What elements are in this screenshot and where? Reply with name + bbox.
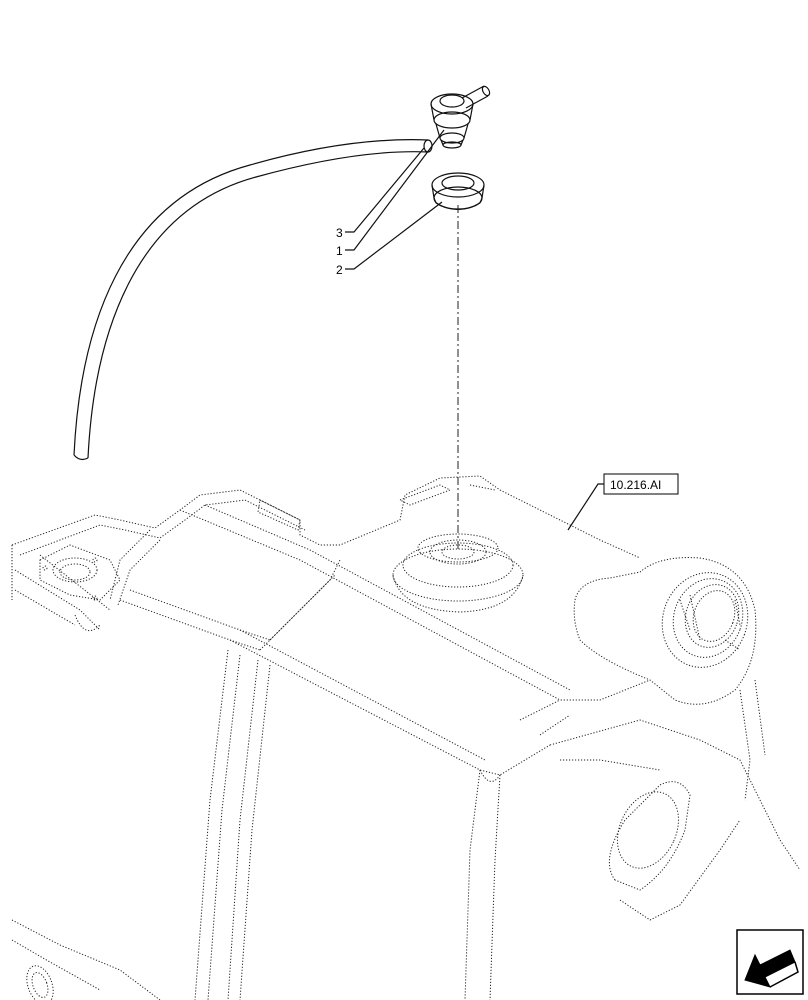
reference-text: 10.216.AI xyxy=(610,478,661,492)
back-arrow-icon[interactable] xyxy=(736,929,804,995)
callout-2: 2 xyxy=(336,263,343,277)
tank-outline xyxy=(11,475,801,1000)
hose xyxy=(73,139,433,461)
callout-leaders xyxy=(345,129,445,270)
callout-3: 3 xyxy=(336,226,343,240)
vent-fitting xyxy=(430,85,491,149)
reference-label: 10.216.AI xyxy=(567,473,679,531)
callout-1: 1 xyxy=(336,244,343,258)
